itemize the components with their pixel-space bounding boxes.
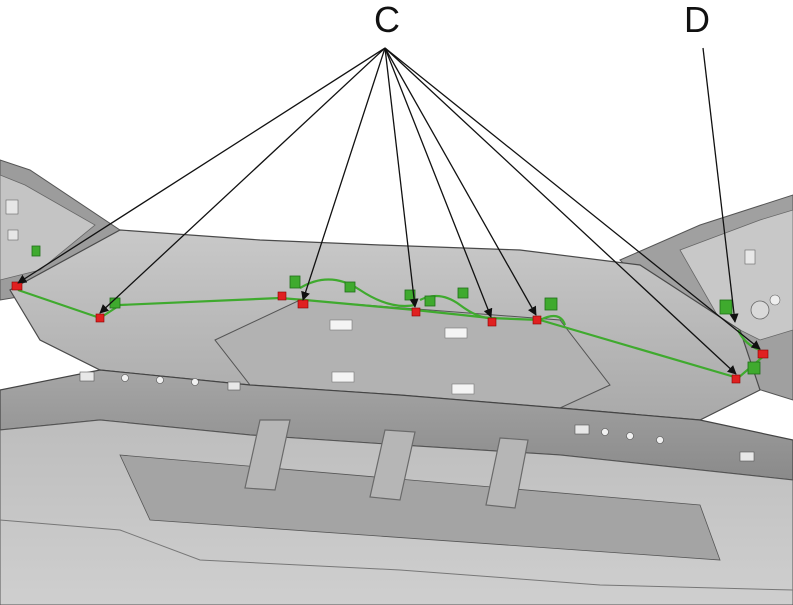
harness-clips xyxy=(11,281,769,384)
callout-label-d: D xyxy=(684,0,710,40)
left-side-bracket xyxy=(0,159,152,301)
callout-d-leader xyxy=(702,47,739,323)
right-side-bracket xyxy=(619,194,793,401)
callout-c-leaders xyxy=(17,47,761,375)
harness-connectors xyxy=(31,245,761,375)
callout-label-c: C xyxy=(374,0,400,40)
